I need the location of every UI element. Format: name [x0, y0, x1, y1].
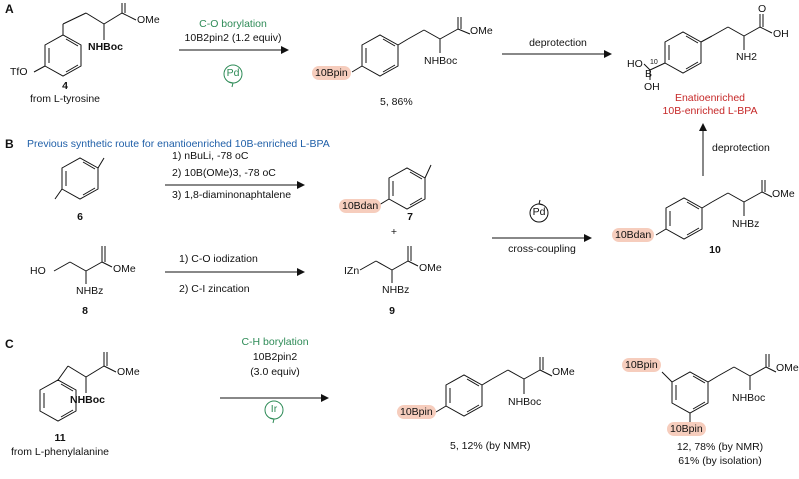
- step1-reagent: 10B2pin2 (1.2 equiv): [184, 32, 282, 44]
- cmpd7-bdan: 10Bdan: [339, 199, 382, 213]
- prod12-nhboc: NHBoc: [732, 392, 766, 404]
- cross-coupling-label: cross-coupling: [508, 243, 576, 255]
- cond-3: 3) 1,8-diaminonaphtalene: [172, 189, 292, 201]
- cmpd10-nhbz: NHBz: [732, 218, 760, 230]
- cmpd9-ome: OMe: [419, 262, 442, 274]
- cmpd9-izn: IZn: [344, 265, 360, 277]
- cmpd4-source: from L-tyrosine: [29, 93, 101, 105]
- step-c-equiv: (3.0 equiv): [250, 366, 300, 378]
- section-b-title: Previous synthetic route for enantioenri…: [27, 138, 330, 150]
- ring-cmpd10: [665, 197, 703, 240]
- bpa-oh: OH: [644, 81, 660, 93]
- bpa-note-1: Enatioenriched: [674, 92, 746, 104]
- cmpd6-id: 6: [77, 211, 83, 223]
- ring-cmpd5: [361, 34, 399, 77]
- bpa-carbonyl-o: O: [758, 3, 767, 15]
- deprotection-b: deprotection: [712, 142, 770, 154]
- prod12-bpin-bottom: 10Bpin: [667, 422, 706, 436]
- bpa-acid-oh: OH: [773, 28, 789, 40]
- ring-prod12: [671, 371, 709, 414]
- deprotection-a: deprotection: [529, 37, 587, 49]
- step-c-reagent: 10B2pin2: [252, 351, 298, 363]
- prod12-bpin-top: 10Bpin: [622, 358, 661, 372]
- cmpd10-ome: OMe: [772, 188, 795, 200]
- pd-catalyst-a: Pd: [226, 67, 240, 79]
- ring-cmpd4: [44, 34, 82, 77]
- cmpd5-bpin: 10Bpin: [312, 66, 351, 80]
- cmpd5-nhboc: NHBoc: [424, 55, 458, 67]
- cmpd11-nhboc: NHBoc: [70, 394, 106, 406]
- ir-catalyst: Ir: [270, 403, 278, 415]
- pd-catalyst-b: Pd: [532, 206, 546, 218]
- cmpd8-nhbz: NHBz: [76, 285, 104, 297]
- cmpd11-source: from L-phenylalanine: [10, 446, 110, 458]
- bpa-nh2: NH2: [736, 51, 758, 63]
- cond-1: 1) nBuLi, -78 oC: [172, 150, 249, 162]
- cmpd4-ome: OMe: [137, 14, 160, 26]
- cmpd5-yield: 5, 86%: [380, 96, 413, 108]
- cond-2: 2) 10B(OMe)3, -78 oC: [172, 167, 276, 179]
- prod5-bpin: 10Bpin: [397, 405, 436, 419]
- bpa-note-2: 10B-enriched L-BPA: [662, 105, 758, 117]
- plus-sign: +: [390, 226, 398, 238]
- cmpd9-nhbz: NHBz: [382, 284, 410, 296]
- cmpd8-ome: OMe: [113, 263, 136, 275]
- prod5-nhboc: NHBoc: [508, 396, 542, 408]
- section-a-label: A: [5, 2, 14, 16]
- cond-4: 1) C-O iodization: [179, 253, 258, 265]
- ring-prod5: [445, 374, 483, 417]
- prod12-yield-isolation: 61% (by isolation): [678, 455, 762, 467]
- bpa-boron-isotope: 10: [650, 59, 658, 66]
- cmpd11-ome: OMe: [117, 366, 140, 378]
- cmpd11-id: 11: [54, 432, 66, 444]
- prod5-ome: OMe: [552, 366, 575, 378]
- cmpd10-id: 10: [709, 244, 721, 256]
- cmpd5-ome: OMe: [470, 25, 493, 37]
- cmpd8-ho: HO: [30, 265, 46, 277]
- cmpd8-id: 8: [82, 305, 88, 317]
- cmpd9-id: 9: [389, 305, 395, 317]
- cond-5: 2) C-I zincation: [179, 283, 250, 295]
- ring-bpa: [664, 31, 702, 74]
- tfo-label: TfO: [10, 66, 28, 78]
- section-c-label: C: [5, 337, 14, 351]
- step1-title: C-O borylation: [199, 18, 267, 30]
- bpa-boron: B: [645, 68, 653, 80]
- ring-cmpd7: [388, 167, 426, 210]
- cmpd4-nhboc: NHBoc: [88, 41, 124, 53]
- ring-cmpd6: [61, 157, 99, 200]
- cmpd7-id: 7: [407, 211, 413, 223]
- section-b-label: B: [5, 137, 14, 151]
- prod12-ome: OMe: [776, 362, 799, 374]
- cmpd4-id: 4: [62, 80, 68, 92]
- prod5-yield: 5, 12% (by NMR): [450, 440, 531, 452]
- bpa-ho: HO: [627, 58, 643, 70]
- step-c-title: C-H borylation: [241, 336, 309, 348]
- prod12-yield-nmr: 12, 78% (by NMR): [676, 441, 764, 453]
- cmpd10-bdan: 10Bdan: [612, 228, 655, 242]
